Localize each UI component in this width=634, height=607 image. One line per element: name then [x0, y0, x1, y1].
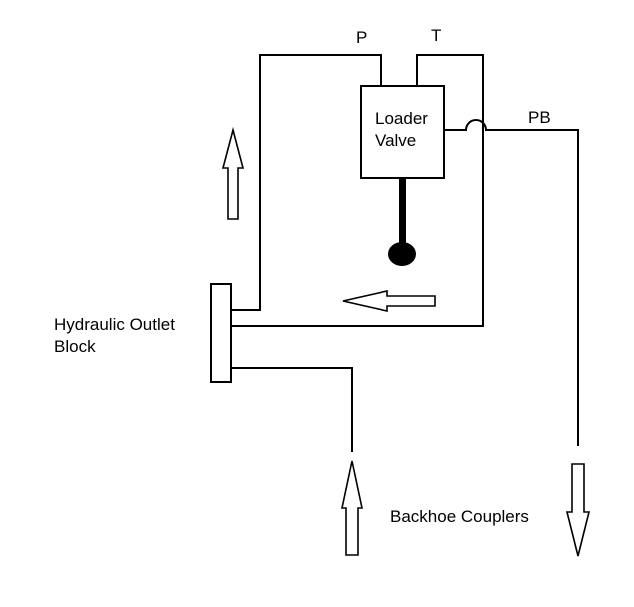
coupler-inflow-arrow-icon [341, 460, 363, 556]
outlet-block-label-line2: Block [54, 337, 96, 356]
backhoe-couplers-label: Backhoe Couplers [390, 507, 529, 526]
coupler-outflow-arrow-icon [565, 463, 591, 557]
flow-left-arrow-icon [342, 289, 436, 313]
backhoe-supply-line [232, 367, 353, 452]
port-t-label: T [431, 26, 441, 45]
loader-valve-label-line2: Valve [375, 131, 416, 150]
valve-lever [399, 178, 406, 246]
tank-return-line [232, 54, 484, 327]
loader-valve-label-line1: Loader [375, 109, 428, 128]
outlet-block-label-line1: Hydraulic Outlet [54, 315, 175, 334]
power-beyond-line [444, 119, 579, 446]
hydraulic-outlet-block [210, 283, 232, 383]
valve-knob [388, 242, 416, 266]
port-pb-label: PB [528, 108, 551, 127]
flow-up-arrow-icon [221, 126, 245, 220]
port-p-label: P [356, 28, 367, 47]
pressure-line [232, 54, 382, 311]
